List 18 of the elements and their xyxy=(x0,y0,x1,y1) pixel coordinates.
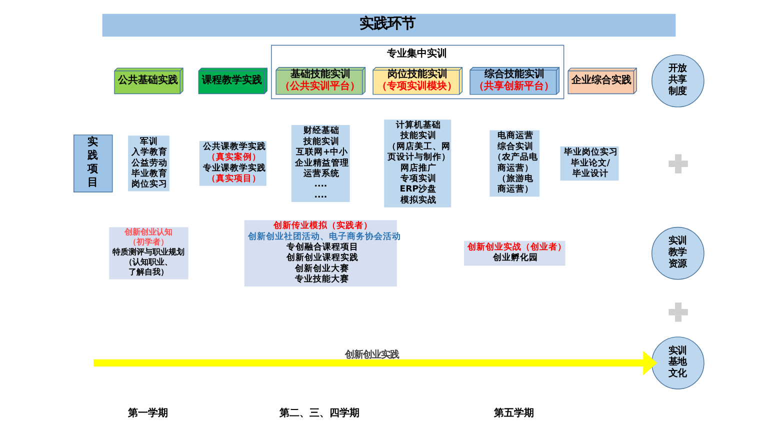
node-box: 实践项目 xyxy=(74,134,113,192)
diagram-title: 实践环节 xyxy=(360,16,416,32)
node-box: 电商运营综合实训 （农产品电商运营） （旅游电商运营） xyxy=(488,130,540,198)
label: 第五学期 xyxy=(494,408,534,420)
label: 第二、三、四学期 xyxy=(280,408,360,420)
node-box: 财经基础技能实训 互联网+中小企业精益管理运营系统 ........ xyxy=(290,124,351,203)
node-box: 军训 入学教育 公益劳动 毕业教育 岗位实习 xyxy=(127,134,170,192)
node-box: 毕业岗位实习 毕业论文/毕业设计 xyxy=(560,146,620,182)
node-circle: 开放共享制度 xyxy=(652,54,704,108)
label: 第一学期 xyxy=(128,408,168,420)
node-box: 创新创业实战（创业者） 创业孵化园 xyxy=(463,240,566,266)
node-box: 公共课教学实践 （真实案例） 专业课教学实践 （真实项目） xyxy=(198,140,268,187)
node-box: 创新传业模拟（实践者） 创新创业社团活动、电子商务协会活动 专创融合课程项目 创新创业课程实践 创新创业大赛 专业技能大赛 xyxy=(244,219,398,288)
edge-label: 创新创业实践 xyxy=(345,350,400,361)
node-circle: 实训教学资源 xyxy=(652,226,704,280)
node-circle: 实训基地文化 xyxy=(652,336,704,390)
node-box: 计算机基础技能实训 （网店美工、网页设计与制作） 网店推广专项实训 ERP沙盘模拟实战 xyxy=(383,118,452,208)
arrow xyxy=(94,350,658,376)
